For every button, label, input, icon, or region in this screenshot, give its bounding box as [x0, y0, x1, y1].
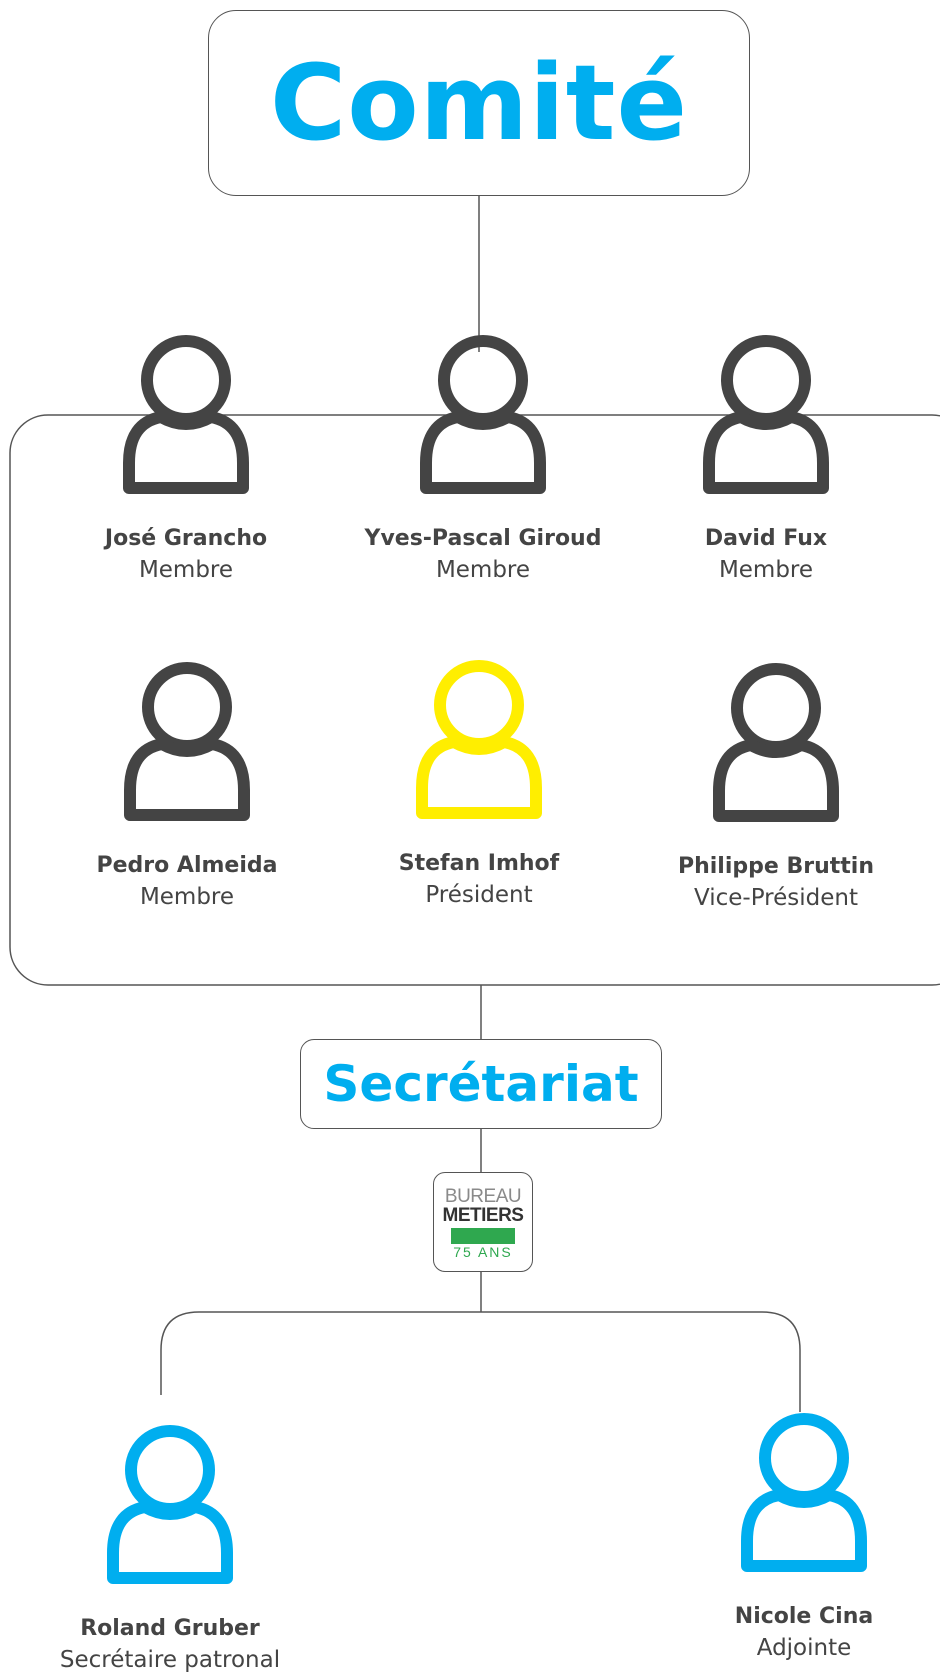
member-name: David Fux	[704, 526, 828, 551]
member-card: José Grancho Membre	[56, 333, 316, 586]
president-card: Stefan Imhof Président	[349, 658, 609, 911]
secretariat-card: Nicole Cina Adjointe	[674, 1411, 934, 1664]
member-name: José Grancho	[104, 526, 268, 551]
member-role: Vice-Président	[694, 885, 858, 911]
member-name: Roland Gruber	[80, 1616, 260, 1641]
member-role: Secrétaire patronal	[59, 1647, 281, 1673]
member-name: Nicole Cina	[734, 1604, 874, 1629]
committee-title: Comité	[269, 42, 689, 164]
member-name: Stefan Imhof	[398, 851, 560, 876]
member-role: Membre	[435, 557, 531, 583]
connector-branch	[160, 1311, 801, 1412]
secretariat-title: Secrétariat	[323, 1055, 639, 1113]
person-icon	[107, 1425, 233, 1584]
secretariat-card: Roland Gruber Secrétaire patronal	[40, 1423, 300, 1676]
person-icon	[416, 660, 542, 819]
person-icon	[123, 335, 249, 494]
person-icon	[124, 662, 250, 821]
person-icon	[713, 663, 839, 822]
committee-title-box: Comité	[208, 10, 750, 196]
bureau-metiers-logo: BUREAU METIERS 75 ANS	[433, 1172, 533, 1272]
logo-line-2: METIERS	[442, 1204, 524, 1226]
member-name: Pedro Almeida	[96, 853, 278, 878]
person-icon	[420, 335, 546, 494]
member-card: Pedro Almeida Membre	[57, 660, 317, 913]
logo-line-3: 75 ANS	[453, 1243, 513, 1260]
member-role: Membre	[139, 884, 235, 910]
person-icon	[703, 335, 829, 494]
member-role: Adjointe	[756, 1635, 852, 1661]
person-icon	[741, 1413, 867, 1572]
member-card: Yves-Pascal Giroud Membre	[353, 333, 613, 586]
member-card: Philippe Bruttin Vice-Président	[646, 661, 906, 914]
logo-green-bar	[451, 1227, 515, 1244]
member-role: Membre	[138, 557, 234, 583]
member-card: David Fux Membre	[636, 333, 896, 586]
member-role: Président	[425, 882, 533, 908]
member-role: Membre	[718, 557, 814, 583]
member-name: Yves-Pascal Giroud	[364, 526, 602, 551]
member-name: Philippe Bruttin	[677, 854, 874, 879]
logo-line-1: BUREAU	[444, 1185, 522, 1207]
secretariat-title-box: Secrétariat	[300, 1039, 662, 1129]
